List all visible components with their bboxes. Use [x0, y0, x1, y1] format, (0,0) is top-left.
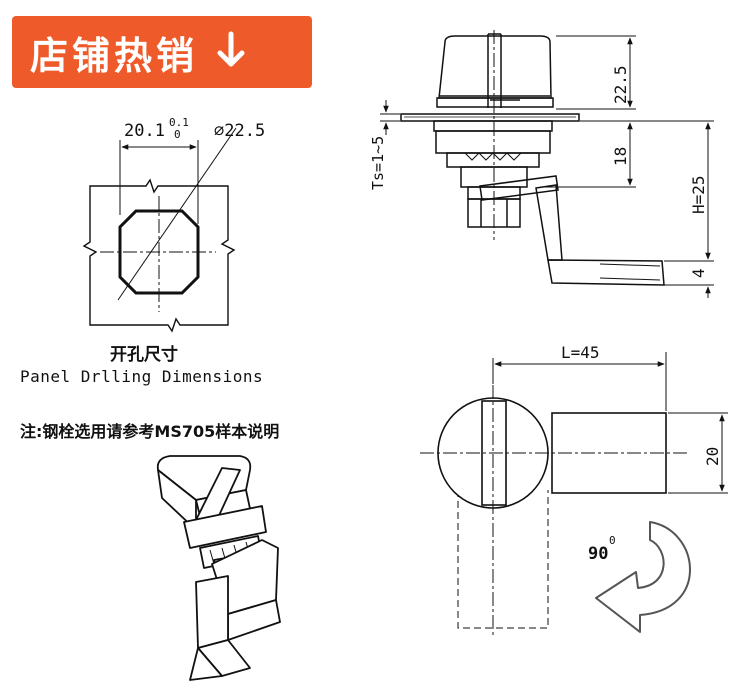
bolt-selection-note: 注:钢栓选用请参考MS705样本说明 [20, 422, 280, 441]
total-height-label: H=25 [689, 175, 708, 214]
cutout-caption-cn: 开孔尺寸 [110, 345, 178, 365]
cutout-diameter-label: ⌀22.5 [214, 121, 265, 141]
knob-height-label: 22.5 [611, 65, 630, 104]
isometric-lock-sketch [156, 455, 281, 681]
rotation-arrow-icon [595, 521, 691, 633]
cutout-width-label: 20.1 [124, 121, 165, 141]
rotation-degree-mark: 0 [609, 534, 616, 547]
banner-title: 店铺热销 [30, 33, 199, 78]
top-view-drawing [420, 352, 728, 636]
panel-thickness-label: Ts=1~5 [369, 136, 387, 190]
cutout-caption-en: Panel Drlling Dimensions [20, 367, 264, 386]
body-height-label: 18 [611, 147, 630, 166]
length-label: L=45 [561, 343, 600, 362]
hot-sale-banner: 店铺热销 [12, 16, 312, 88]
cutout-tolerance-lower: 0 [174, 128, 181, 141]
rotation-angle-label: 90 [588, 544, 608, 564]
panel-cutout-drawing [82, 127, 237, 333]
width-label: 20 [703, 447, 722, 466]
side-view-drawing [380, 30, 714, 298]
cam-thickness-label: 4 [689, 268, 708, 278]
cutout-tolerance-upper: 0.1 [169, 116, 189, 129]
down-arrow-icon [216, 31, 246, 73]
